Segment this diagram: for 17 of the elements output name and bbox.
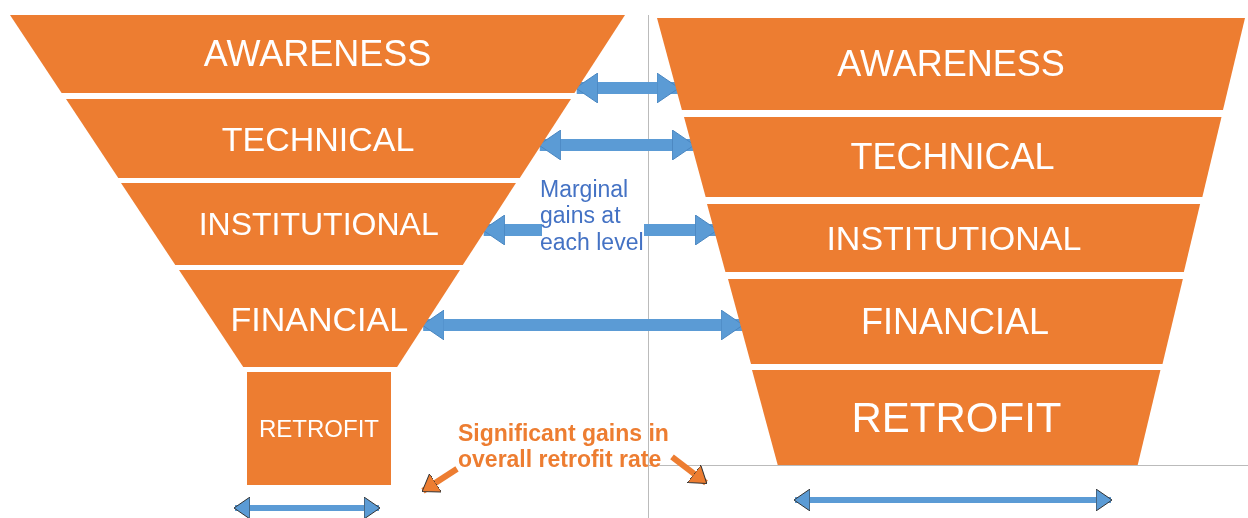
level-label: RETROFIT bbox=[259, 414, 379, 443]
arrow bbox=[421, 466, 459, 494]
level-label: INSTITUTIONAL bbox=[826, 218, 1082, 258]
annotation-text: Significant gains in overall retrofit rate bbox=[458, 420, 670, 473]
level-label: FINANCIAL bbox=[861, 300, 1050, 343]
arrow bbox=[670, 454, 708, 486]
level-label: RETROFIT bbox=[851, 393, 1062, 442]
double-arrow bbox=[538, 129, 695, 161]
arrow bbox=[482, 214, 542, 246]
level-label: AWARENESS bbox=[837, 43, 1065, 85]
level-label: TECHNICAL bbox=[221, 119, 415, 158]
level-label: AWARENESS bbox=[203, 33, 432, 75]
level-label: FINANCIAL bbox=[230, 299, 409, 338]
double-arrow bbox=[421, 309, 744, 341]
annotation-text: Marginal gains at each level bbox=[540, 176, 645, 256]
level-label: TECHNICAL bbox=[850, 136, 1055, 178]
level-label: INSTITUTIONAL bbox=[198, 205, 439, 243]
